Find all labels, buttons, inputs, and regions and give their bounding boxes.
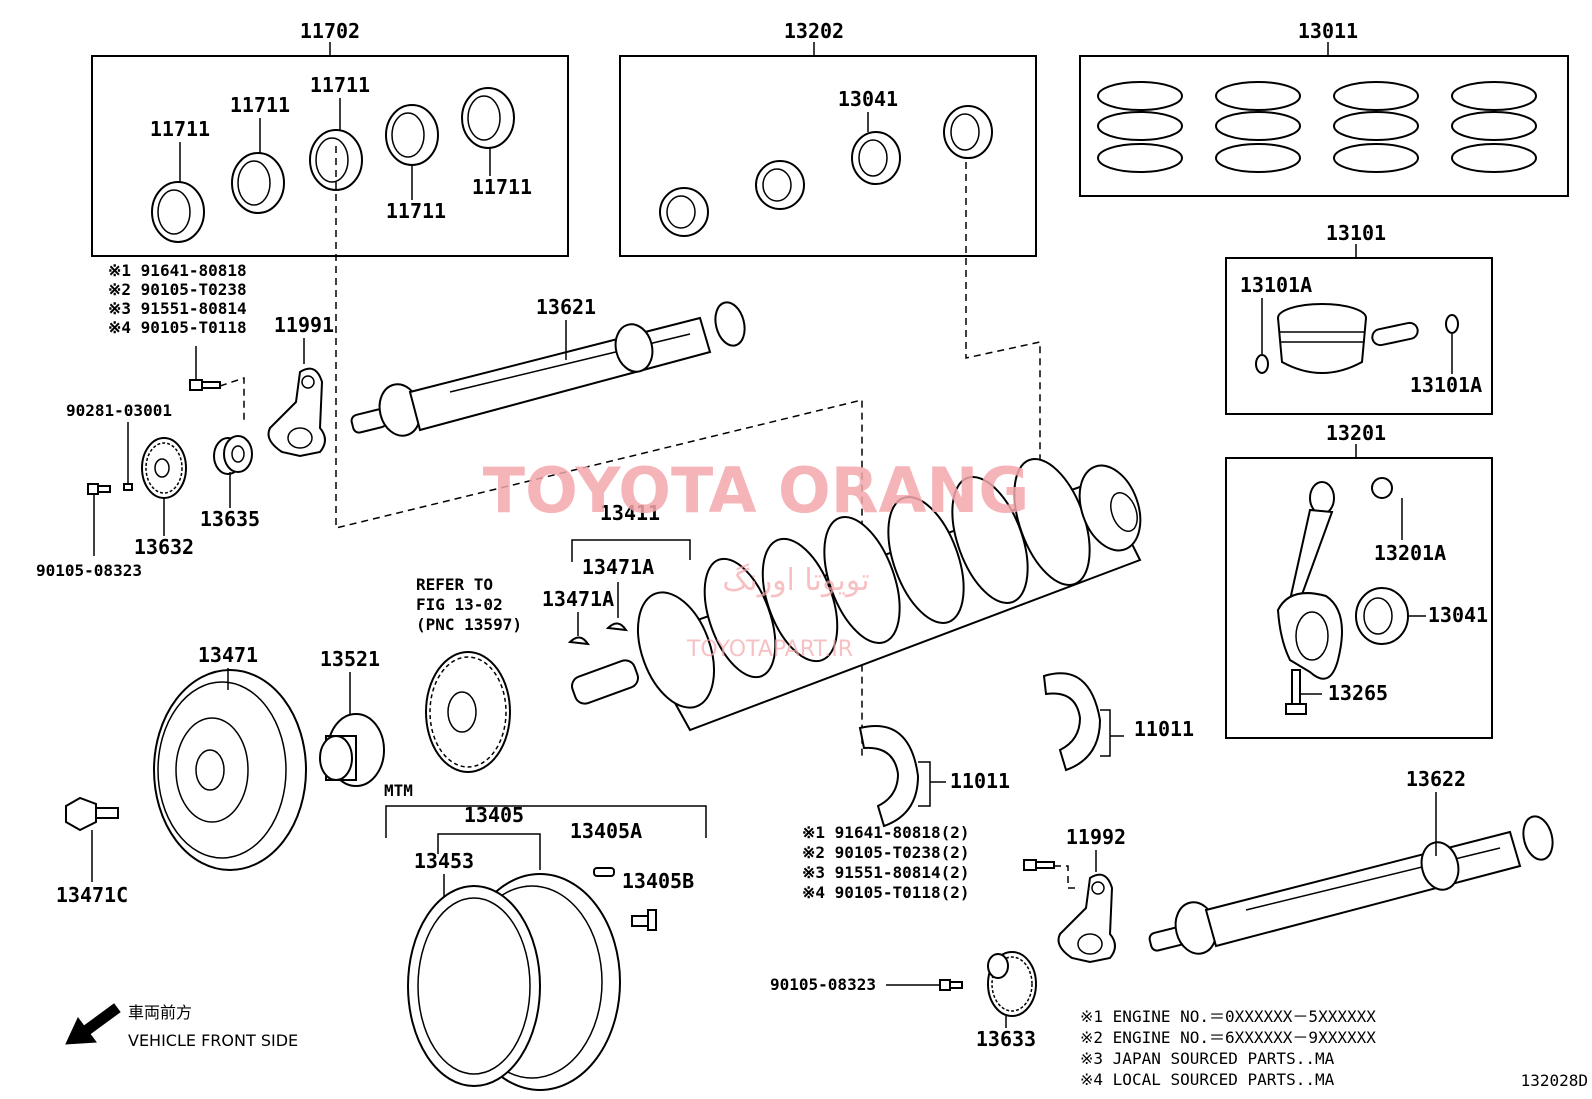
keys-13471a[interactable]: [567, 622, 629, 646]
bolt-small-bottom[interactable]: [1023, 859, 1055, 871]
refer-line-1: REFER TO: [416, 575, 493, 594]
label-13405: 13405: [464, 803, 524, 827]
bolt-top-3: ※3 91551-80814: [108, 299, 247, 318]
box-11702: 11702: [91, 19, 569, 257]
label-11711-d: 11711: [386, 199, 446, 223]
sprocket-13597[interactable]: [425, 651, 511, 773]
label-13471: 13471: [198, 643, 258, 667]
front-arrow-icon: [65, 1003, 121, 1045]
bolt-bottom-2: ※2 90105-T0238(2): [802, 843, 970, 862]
label-13265: 13265: [1328, 681, 1388, 705]
box-13101-code: 13101: [1326, 221, 1386, 245]
label-13471a-2: 13471A: [542, 587, 614, 611]
label-90105-08323-b: 90105-08323: [770, 975, 876, 994]
box-13201: 13201: [1225, 421, 1493, 739]
watermark-site: TOYOTAPART.IR: [686, 637, 853, 662]
piston-rings-13011[interactable]: [1097, 81, 1537, 173]
refer-line-3: (PNC 13597): [416, 615, 522, 634]
crankshaft-13411[interactable]: [569, 449, 1151, 732]
pulley-13471[interactable]: [153, 669, 307, 871]
plate-11992[interactable]: [1057, 873, 1116, 964]
pin-90281[interactable]: [123, 483, 133, 491]
label-13622: 13622: [1406, 767, 1466, 791]
bolt-list-top: ※1 91641-80818 ※2 90105-T0238 ※3 91551-8…: [108, 261, 247, 337]
balance-shaft-13622[interactable]: [1148, 813, 1557, 958]
label-11011-b: 11011: [950, 769, 1010, 793]
gear-13632[interactable]: [141, 437, 187, 499]
refer-line-2: FIG 13-02: [416, 595, 503, 614]
footnote-3: ※3 JAPAN SOURCED PARTS..MA: [1080, 1049, 1335, 1068]
watermark-brand: TOYOTA ORANG: [483, 454, 1029, 527]
label-13405b: 13405B: [622, 869, 694, 893]
direction-jp: 車両前方: [128, 1003, 192, 1022]
box-13011: 13011: [1079, 19, 1569, 197]
footnotes: ※1 ENGINE NO.＝0XXXXXX－5XXXXXX ※2 ENGINE …: [1080, 1007, 1376, 1089]
bearing-shells-11711[interactable]: [151, 87, 515, 243]
label-90105-08323-a: 90105-08323: [36, 561, 142, 580]
refer-note: REFER TO FIG 13-02 (PNC 13597): [416, 575, 522, 634]
label-11711-e: 11711: [472, 175, 532, 199]
label-11992: 11992: [1066, 825, 1126, 849]
bolt-bottom-1: ※1 91641-80818(2): [802, 823, 970, 842]
sprocket-13521[interactable]: [319, 713, 385, 787]
bolt-90105-left[interactable]: [87, 483, 111, 495]
label-13201a: 13201A: [1374, 541, 1446, 565]
balance-shaft-13621[interactable]: [350, 299, 749, 440]
collar-13635[interactable]: [213, 435, 253, 475]
figure-code: 132028D: [1521, 1071, 1588, 1090]
bolt-90105-right[interactable]: [939, 979, 963, 991]
flywheel-13405[interactable]: [407, 873, 621, 1091]
box-13101: 13101: [1225, 221, 1493, 415]
thrust-washer-11011-upper[interactable]: [1042, 672, 1102, 772]
label-mtm: MTM: [384, 781, 413, 800]
label-13101a-1: 13101A: [1240, 273, 1312, 297]
bearing-shells-13202[interactable]: [659, 105, 993, 237]
thrust-washer-11011-lower[interactable]: [858, 725, 920, 828]
bolt-top-1: ※1 91641-80818: [108, 261, 247, 280]
label-13521: 13521: [320, 647, 380, 671]
bolt-13405b[interactable]: [631, 909, 657, 931]
label-11991: 11991: [274, 313, 334, 337]
piston-13101[interactable]: [1255, 303, 1459, 374]
box-13011-code: 13011: [1298, 19, 1358, 43]
footnote-1: ※1 ENGINE NO.＝0XXXXXX－5XXXXXX: [1080, 1007, 1376, 1026]
watermark-persian: تویوتا اورنگ: [722, 563, 869, 598]
direction-en: VEHICLE FRONT SIDE: [128, 1031, 298, 1050]
label-13405a: 13405A: [570, 819, 642, 843]
label-11711-c: 11711: [310, 73, 370, 97]
pin-13405a[interactable]: [593, 867, 615, 877]
box-11702-code: 11702: [300, 19, 360, 43]
label-13041-a: 13041: [838, 87, 898, 111]
label-11711-a: 11711: [150, 117, 210, 141]
label-13633: 13633: [976, 1027, 1036, 1051]
bolt-top-4: ※4 90105-T0118: [108, 318, 247, 337]
bolt-top-2: ※2 90105-T0238: [108, 280, 247, 299]
label-11011-a: 11011: [1134, 717, 1194, 741]
label-13411: 13411: [600, 501, 660, 525]
connecting-rod-13201[interactable]: [1276, 477, 1409, 715]
label-13101a-2: 13101A: [1410, 373, 1482, 397]
box-13202-code: 13202: [784, 19, 844, 43]
bolt-bottom-4: ※4 90105-T0118(2): [802, 883, 970, 902]
bolt-list-bottom: ※1 91641-80818(2) ※2 90105-T0238(2) ※3 9…: [802, 823, 970, 902]
box-13202: 13202: [619, 19, 1037, 257]
label-13635: 13635: [200, 507, 260, 531]
plate-11991[interactable]: [267, 367, 326, 458]
footnote-2: ※2 ENGINE NO.＝6XXXXXX－9XXXXXX: [1080, 1028, 1376, 1047]
label-11711-b: 11711: [230, 93, 290, 117]
label-90281-03001: 90281-03001: [66, 401, 172, 420]
label-13453: 13453: [414, 849, 474, 873]
bolt-bottom-3: ※3 91551-80814(2): [802, 863, 970, 882]
label-13632: 13632: [134, 535, 194, 559]
box-13201-code: 13201: [1326, 421, 1386, 445]
bolt-13471c[interactable]: [65, 796, 119, 832]
label-13621: 13621: [536, 295, 596, 319]
label-13471c: 13471C: [56, 883, 128, 907]
bolt-small-top[interactable]: [189, 379, 221, 391]
gear-13633[interactable]: [987, 951, 1037, 1017]
label-13471a-1: 13471A: [582, 555, 654, 579]
label-13041-b: 13041: [1428, 603, 1488, 627]
footnote-4: ※4 LOCAL SOURCED PARTS..MA: [1080, 1070, 1335, 1089]
